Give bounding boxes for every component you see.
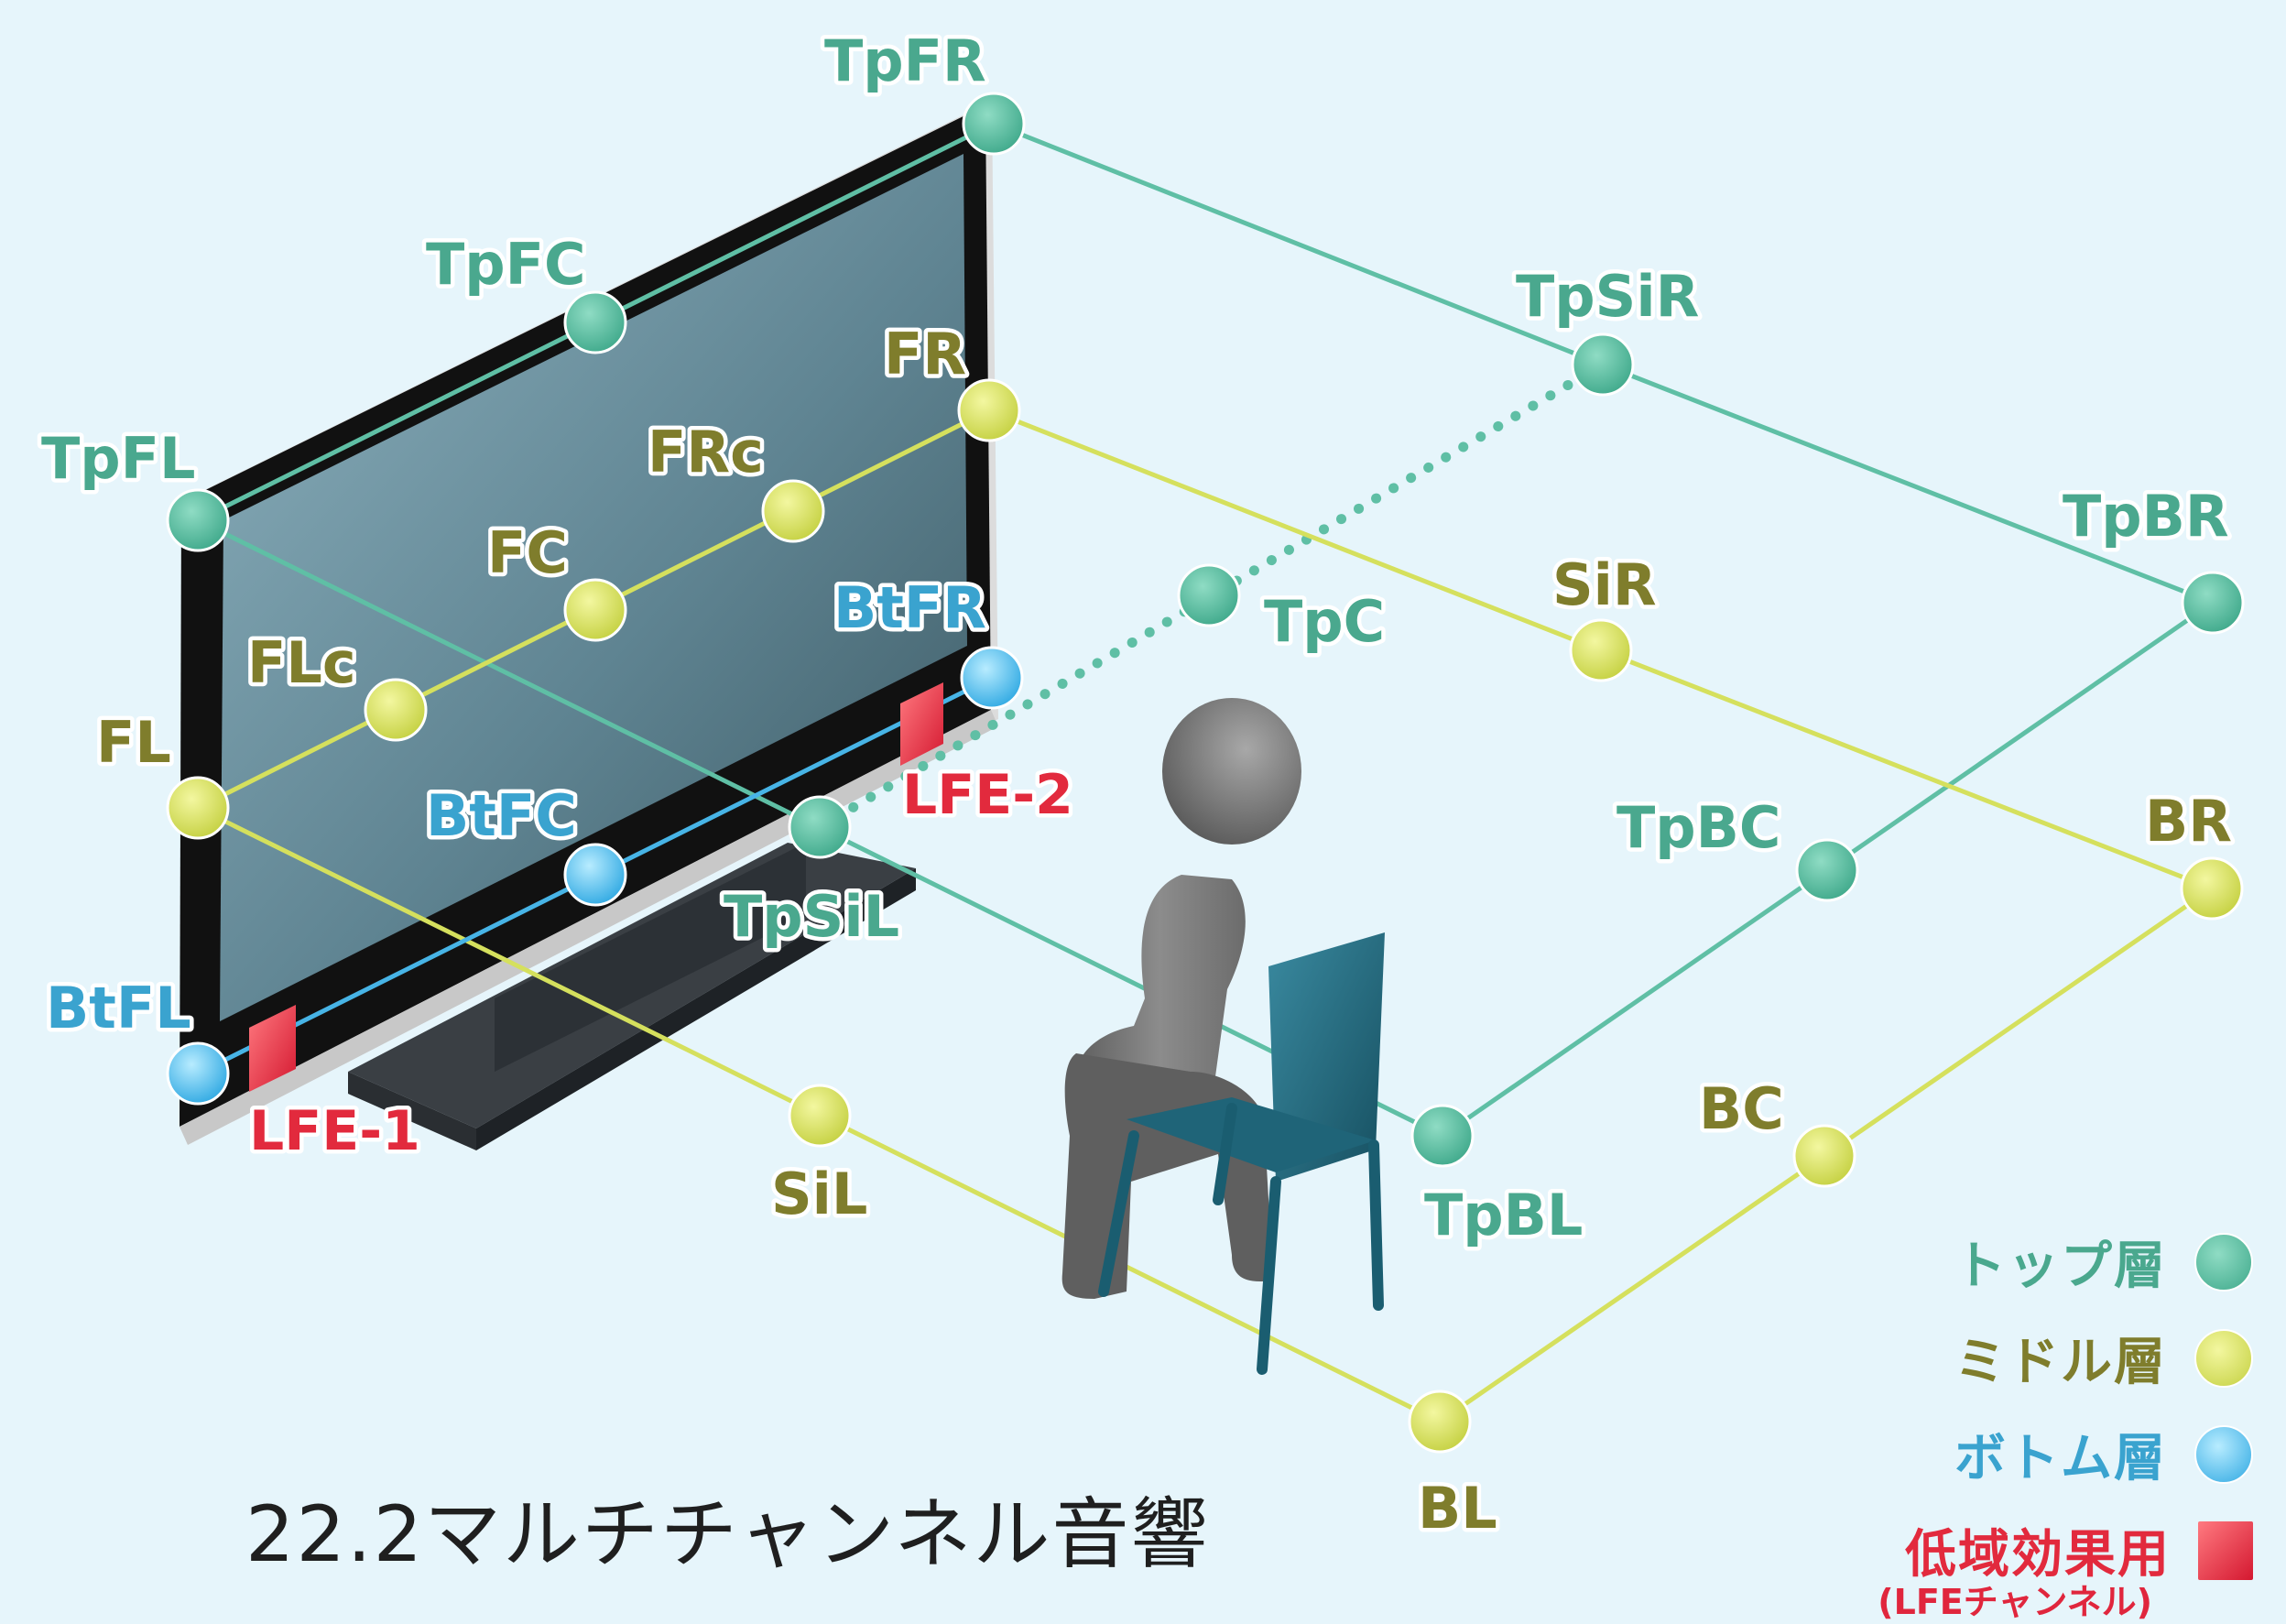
- legend-label-lfe: 低域効果用: [1905, 1525, 2171, 1585]
- legend: トップ層 ミドル層 ボトム層 低域効果用 (LFEチャンネル): [1813, 1214, 2253, 1622]
- label-tpsil: TpSiL: [724, 883, 899, 950]
- label-tpbc: TpBC: [1617, 794, 1780, 861]
- listener-figure: [1061, 698, 1385, 1375]
- page-title: 22.2マルチチャンネル音響: [245, 1489, 1210, 1579]
- legend-item-top: トップ層: [1813, 1214, 2253, 1310]
- label-bl: BL: [1418, 1475, 1497, 1542]
- speaker-tpfl-icon: [166, 488, 230, 552]
- legend-item-middle: ミドル層: [1813, 1310, 2253, 1406]
- speaker-bl-icon: [1408, 1390, 1472, 1454]
- speaker-btfc-icon: [563, 843, 627, 907]
- speaker-btfl-icon: [166, 1041, 230, 1106]
- lfe-speakers: [249, 682, 943, 1092]
- label-flc: FLc: [247, 629, 356, 696]
- label-bc: BC: [1699, 1075, 1784, 1142]
- speaker-sil-icon: [788, 1084, 852, 1148]
- label-tpfl: TpFL: [41, 425, 196, 492]
- speaker-tpc-icon: [1177, 563, 1241, 627]
- label-btfc: BtFC: [426, 782, 577, 849]
- label-fl: FL: [96, 709, 171, 776]
- label-fr: FR: [884, 321, 966, 387]
- speaker-fc-icon: [563, 578, 627, 642]
- speaker-tpbc-icon: [1795, 838, 1859, 902]
- label-tpc: TpC: [1264, 588, 1385, 655]
- middle-layer-swatch-icon: [2194, 1328, 2253, 1388]
- speaker-tpbr-icon: [2181, 571, 2245, 635]
- label-frc: FRc: [648, 419, 764, 485]
- speaker-fr-icon: [957, 378, 1021, 442]
- label-btfr: BtFR: [833, 574, 986, 641]
- speaker-tpfr-icon: [962, 92, 1026, 156]
- label-br: BR: [2145, 788, 2232, 855]
- legend-item-lfe: 低域効果用 (LFEチャンネル): [1813, 1502, 2253, 1622]
- speaker-fl-icon: [166, 776, 230, 840]
- label-tpfc: TpFC: [426, 231, 586, 298]
- label-tpbl: TpBL: [1424, 1182, 1583, 1248]
- speaker-circles: [166, 92, 2245, 1454]
- label-lfe-1: LFE-1: [249, 1099, 420, 1163]
- speaker-tpsir-icon: [1571, 332, 1635, 397]
- legend-label-middle: ミドル層: [1954, 1333, 2167, 1392]
- tv-stand: [348, 843, 916, 1150]
- legend-label-bottom: ボトム層: [1954, 1429, 2167, 1488]
- legend-label-top: トップ層: [1954, 1237, 2167, 1296]
- speaker-tpfc-icon: [563, 290, 627, 354]
- legend-item-bottom: ボトム層: [1813, 1406, 2253, 1502]
- label-lfe-2: LFE-2: [902, 763, 1073, 827]
- label-sil: SiL: [771, 1161, 867, 1227]
- speaker-frc-icon: [761, 479, 825, 543]
- speaker-flc-icon: [364, 678, 428, 742]
- speaker-btfr-icon: [960, 646, 1024, 710]
- speaker-br-icon: [2180, 856, 2244, 921]
- label-sir: SiR: [1552, 551, 1657, 618]
- speaker-bc-icon: [1792, 1124, 1856, 1188]
- speaker-sir-icon: [1569, 618, 1633, 682]
- top-layer-swatch-icon: [2194, 1232, 2253, 1292]
- label-fc: FC: [487, 519, 568, 586]
- speaker-tpbl-icon: [1410, 1104, 1475, 1168]
- speaker-labels: TpFR TpFC TpSiR TpFL TpBR TpC TpBC TpSiL…: [38, 24, 2237, 1546]
- lfe-1-speaker-icon: [249, 1005, 296, 1092]
- label-tpbr: TpBR: [2063, 483, 2229, 550]
- lfe-2-speaker-icon: [900, 682, 943, 766]
- label-tpsir: TpSiR: [1516, 263, 1699, 330]
- lfe-swatch-icon: [2198, 1520, 2253, 1580]
- label-tpfr: TpFR: [824, 27, 986, 94]
- legend-label-lfe-sub: (LFEチャンネル): [1878, 1582, 2152, 1622]
- label-btfl: BtFL: [46, 975, 191, 1041]
- speaker-tpsil-icon: [788, 795, 852, 859]
- bottom-layer-swatch-icon: [2194, 1424, 2253, 1484]
